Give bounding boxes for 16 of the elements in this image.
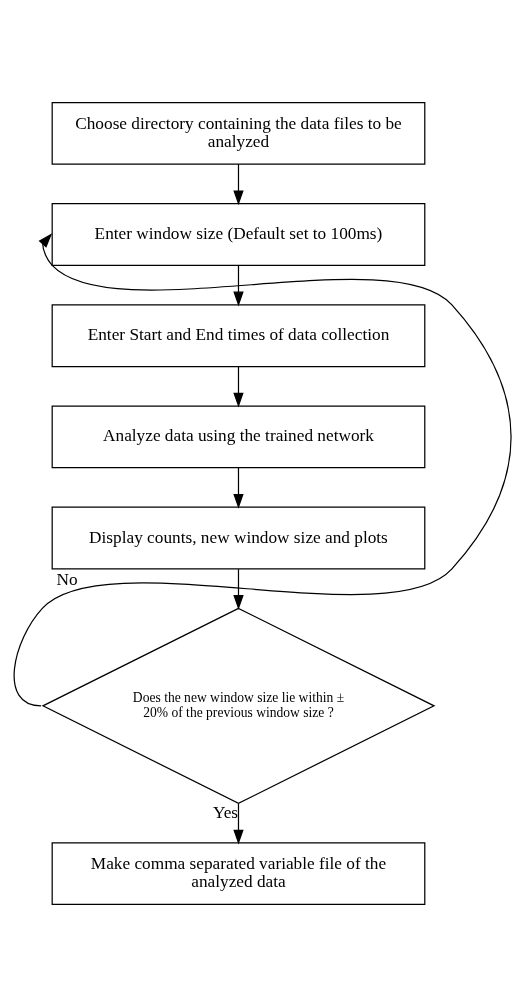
arrow <box>232 803 244 845</box>
node-box: Analyze data using the trained network <box>51 405 425 469</box>
arrow <box>232 264 244 307</box>
node-box: Make comma separated variable file of the analyzed data <box>51 842 425 906</box>
node-box: Enter Start and End times of data collection <box>51 304 425 368</box>
node-diamond: Does the new window size lie within ± 20% of the previous window size ? <box>41 607 435 804</box>
arrow <box>13 233 512 707</box>
arrow <box>232 365 244 408</box>
node-box: Enter window size (Default set to 100ms) <box>51 203 425 266</box>
edge-label: No <box>55 569 78 589</box>
arrow <box>232 163 244 206</box>
arrow <box>232 467 244 509</box>
arrow <box>232 568 244 610</box>
node-box: Display counts, new window size and plots <box>51 506 425 570</box>
edge-label: Yes <box>212 803 238 823</box>
node-box: Choose directory containing the data files to be analyzed <box>51 101 425 165</box>
